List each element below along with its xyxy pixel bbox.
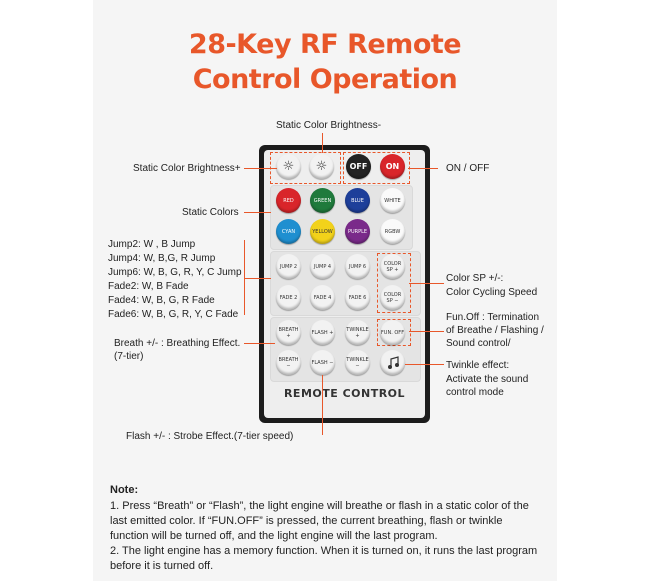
note-line: 1. Press “Breath” or “Flash”, the light … (110, 500, 529, 512)
twinkle-plus-key[interactable]: TWINKLE + (345, 320, 370, 345)
callout-line (244, 278, 271, 279)
white-key[interactable]: WHITE (380, 188, 405, 213)
on-key[interactable]: ON (380, 154, 405, 179)
label-jump2: Jump2: W , B Jump (108, 239, 196, 250)
note-line: before it is turned off. (110, 560, 214, 572)
note-line: last emitted color. If “FUN.OFF” is pres… (110, 515, 503, 527)
label-static-colors: Static Colors (182, 207, 239, 218)
color-sp-plus-key[interactable]: COLOR SP + (380, 254, 405, 279)
note-line: function will be turned off, and the lig… (110, 530, 438, 542)
label-fade6: Fade6: W, B, G, R, Y, C Fade (108, 309, 239, 320)
fun-off-key[interactable]: FUN. OFF (380, 320, 405, 345)
callout-line (244, 212, 271, 213)
off-key[interactable]: OFF (346, 154, 371, 179)
callout-line (322, 375, 323, 435)
label-fade4: Fade4: W, B, G, R Fade (108, 295, 215, 306)
rgbw-key[interactable]: RGBW (380, 219, 405, 244)
label-twinkle-2: Activate the sound (446, 374, 529, 385)
note-line: 2. The light engine has a memory functio… (110, 545, 538, 557)
cyan-key[interactable]: CYAN (276, 219, 301, 244)
callout-line (244, 343, 275, 344)
label-jump6: Jump6: W, B, G, R, Y, C Jump (108, 267, 242, 278)
sun-icon: ☼ (282, 158, 295, 174)
label-breath-1: Breath +/- : Breathing Effect. (114, 338, 241, 349)
flash-minus-key[interactable]: FLASH − (310, 350, 335, 375)
label-fun-off-2: of Breathe / Flashing / (446, 325, 544, 336)
green-key[interactable]: GREEN (310, 188, 335, 213)
label-fun-off-3: Sound control/ (446, 338, 511, 349)
music-note-icon (387, 355, 399, 369)
label-color-sp-1: Color SP +/-: (446, 273, 504, 284)
fade4-key[interactable]: FADE 4 (310, 285, 335, 310)
sun-icon: ☼ (315, 158, 328, 174)
label-breath-2: (7-tier) (114, 351, 144, 362)
label-twinkle-3: control mode (446, 387, 504, 398)
jump6-key[interactable]: JUMP 6 (345, 254, 370, 279)
callout-line (409, 331, 444, 332)
fade6-key[interactable]: FADE 6 (345, 285, 370, 310)
label-fun-off-1: Fun.Off : Termination (446, 312, 540, 323)
callout-line (322, 133, 323, 153)
label-on-off: ON / OFF (446, 163, 490, 174)
red-key[interactable]: RED (276, 188, 301, 213)
fun-off-selection (377, 319, 411, 346)
breath-plus-key[interactable]: BREATH + (276, 320, 301, 345)
fade2-key[interactable]: FADE 2 (276, 285, 301, 310)
label-twinkle-1: Twinkle effect: (446, 360, 510, 371)
callout-line (244, 240, 245, 315)
page-title-line1: 28-Key RF Remote (188, 29, 462, 60)
callout-line (408, 168, 438, 169)
color-sp-minus-key[interactable]: COLOR SP − (380, 285, 405, 310)
sound-key[interactable] (380, 350, 405, 375)
label-fade2: Fade2: W, B Fade (108, 281, 189, 292)
label-color-sp-2: Color Cycling Speed (446, 287, 538, 298)
remote-control-label: REMOTE CONTROL (283, 387, 406, 400)
twinkle-minus-key[interactable]: TWINKLE − (345, 350, 370, 375)
purple-key[interactable]: PURPLE (345, 219, 370, 244)
note-heading: Note: (110, 484, 139, 496)
jump4-key[interactable]: JUMP 4 (310, 254, 335, 279)
flash-plus-key[interactable]: FLASH + (310, 320, 335, 345)
page-title-line2: Control Operation (192, 64, 458, 95)
yellow-key[interactable]: YELLOW (310, 219, 335, 244)
label-brightness-plus: Static Color Brightness+ (133, 163, 241, 174)
brightness-minus-key[interactable]: ☼ (309, 154, 334, 179)
blue-key[interactable]: BLUE (345, 188, 370, 213)
callout-line (409, 283, 444, 284)
brightness-plus-key[interactable]: ☼ (276, 154, 301, 179)
jump2-key[interactable]: JUMP 2 (276, 254, 301, 279)
label-brightness-minus: Static Color Brightness- (276, 120, 382, 131)
label-flash: Flash +/- : Strobe Effect.(7-tier speed) (126, 431, 294, 442)
label-jump4: Jump4: W, B,G, R Jump (108, 253, 216, 264)
callout-line (244, 168, 277, 169)
breath-minus-key[interactable]: BREATH − (276, 350, 301, 375)
callout-line (405, 364, 444, 365)
